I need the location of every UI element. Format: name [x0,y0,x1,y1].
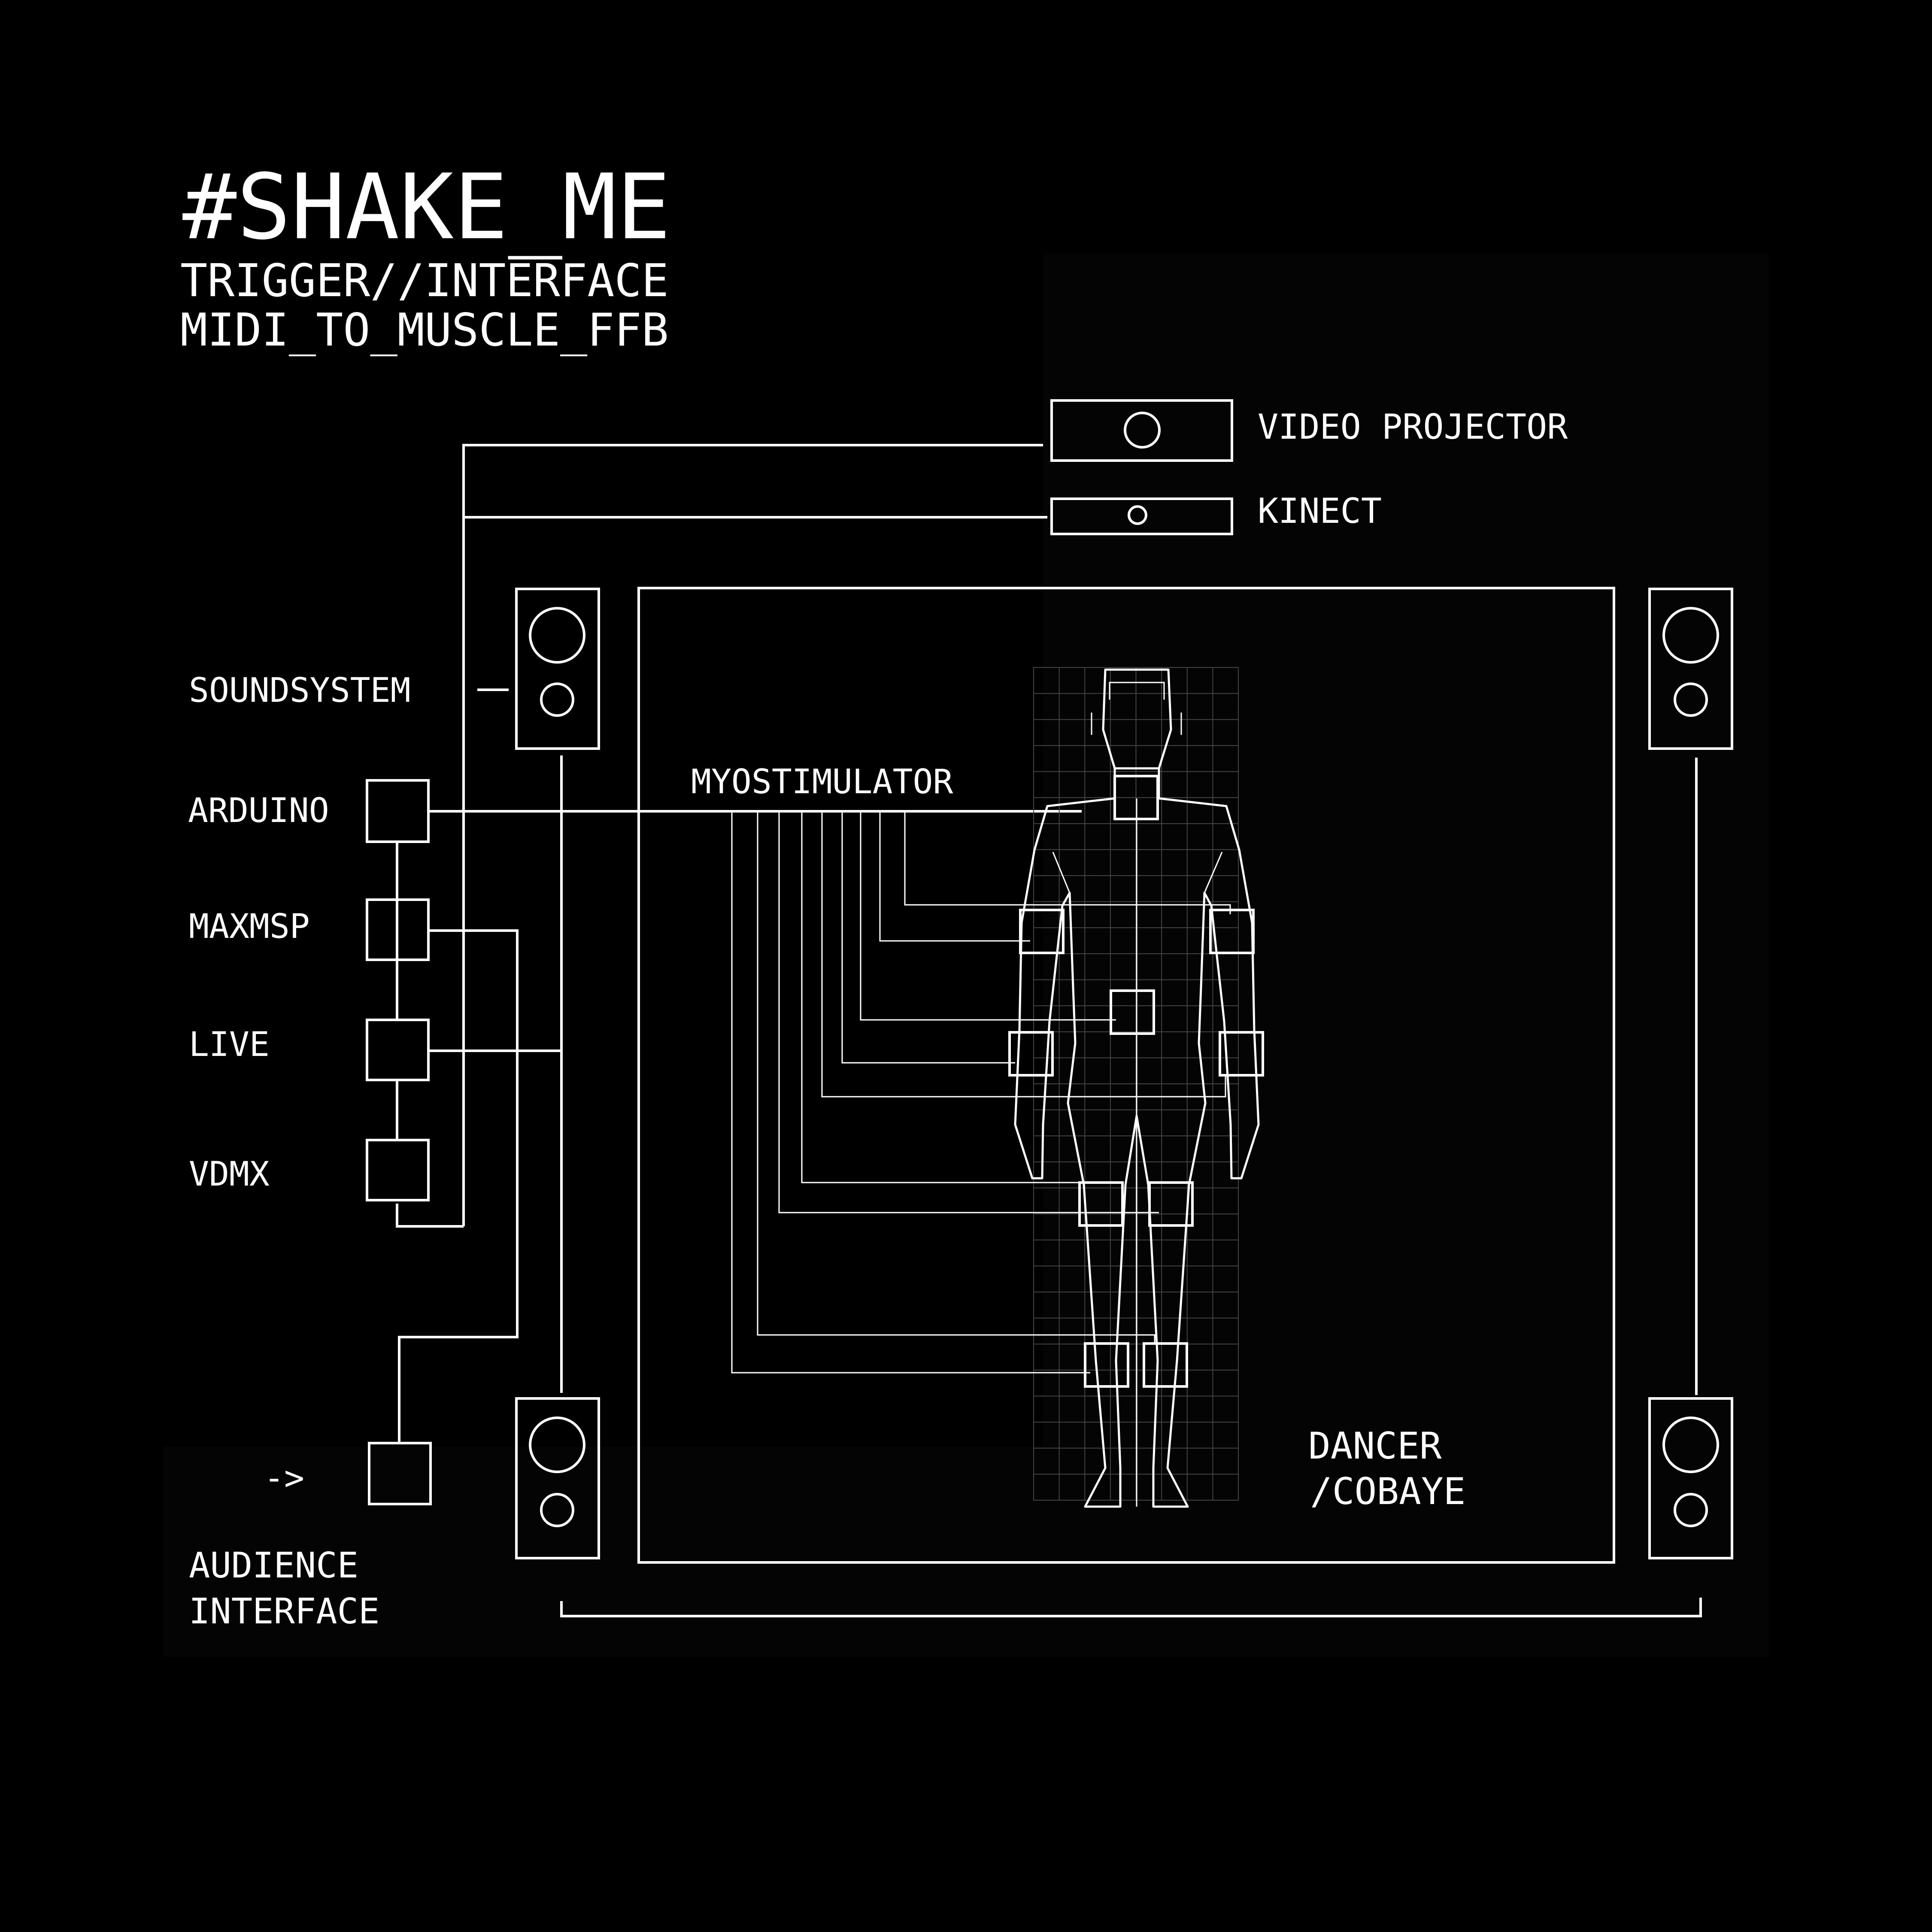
vdmx-box [366,1139,430,1201]
signal-wiring [396,444,1702,1617]
live-label: LIVE [189,1025,270,1064]
audience-arrow: -> [264,1459,304,1498]
maxmsp-label: MAXMSP [189,907,310,946]
vdmx-label: VDMX [189,1155,270,1194]
dancer-label-1: DANCER [1308,1425,1442,1468]
arduino-label: ARDUINO [188,792,329,830]
arduino-box [366,779,430,843]
background-panel-bottom [163,1447,1768,1657]
kinect-label: KINECT [1258,491,1382,531]
page-subtitle-2: MIDI_TO_MUSCLE_FFB [180,304,669,356]
maxmsp-box [366,898,430,961]
kinect [1050,497,1233,535]
dancer-label-2: /COBAYE [1310,1470,1465,1513]
page-subtitle-1: TRIGGER//INTERFACE [180,255,669,307]
speaker-top-right [1648,588,1733,750]
myostimulator-label: MYOSTIMULATOR [691,763,953,801]
audience-label-1: AUDIENCE [189,1545,358,1586]
electrode-pads [1008,775,1264,1388]
audience-label-2: INTERFACE [189,1591,379,1632]
speaker-top-left [515,588,600,750]
stage-area [637,587,1615,1564]
live-box [366,1019,430,1081]
audience-interface-box [368,1442,432,1505]
myostimulator-wiring [731,811,1231,1374]
background-panel [1043,253,1768,1657]
video-projector [1050,399,1233,462]
speaker-bottom-left [515,1397,600,1559]
dancer-figure [1014,668,1260,1508]
speaker-bottom-right [1648,1397,1733,1559]
video-projector-label: VIDEO PROJECTOR [1258,407,1568,447]
soundsystem-label: SOUNDSYSTEM [189,671,411,710]
page-title: #SHAKE_ME [182,155,671,260]
